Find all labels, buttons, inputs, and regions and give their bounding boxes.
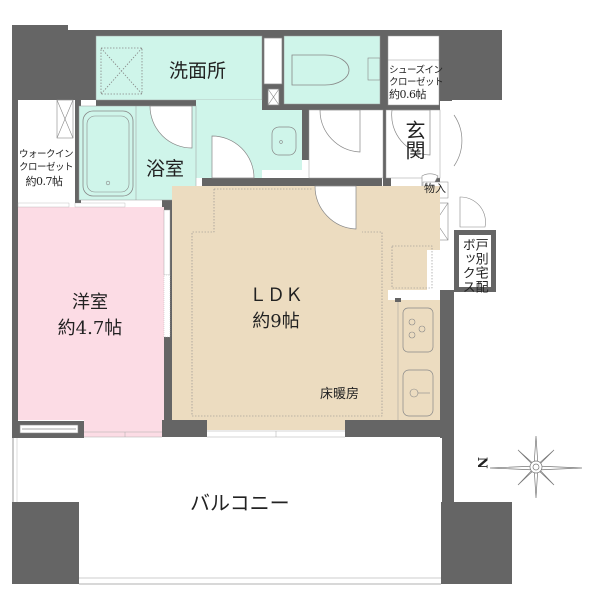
ldk-label: ＬＤＫ 約9帖 bbox=[226, 283, 326, 335]
shoes-closet-size: 約0.6帖 bbox=[389, 87, 427, 101]
western-room-name: 洋室 bbox=[72, 292, 108, 313]
ldk-name: ＬＤＫ bbox=[249, 285, 303, 306]
shoes-closet-line2: クローゼット bbox=[389, 76, 444, 88]
walk-in-closet-label: ウォークイン クローゼット 約0.7帖 bbox=[19, 149, 74, 188]
entrance-label: 玄関 bbox=[402, 120, 426, 160]
balcony-label: バルコニー bbox=[190, 491, 290, 515]
compass-north-label: N bbox=[473, 456, 489, 469]
walk-in-closet-size: 約0.7帖 bbox=[25, 174, 64, 188]
delivery-box-line2: ボックス bbox=[459, 238, 475, 294]
western-room-size: 約4.7帖 bbox=[57, 318, 123, 340]
compass-icon bbox=[489, 435, 583, 499]
western-room-label: 洋室 約4.7帖 bbox=[40, 290, 140, 342]
floor-heating-label: 床暖房 bbox=[320, 387, 360, 402]
bathroom-label: 浴室 bbox=[146, 158, 185, 180]
delivery-box-line1: 戸別宅配 bbox=[472, 238, 488, 294]
ldk-size: 約9帖 bbox=[252, 311, 300, 333]
shoes-closet-label: シューズイン クローゼット 約0.6帖 bbox=[389, 65, 444, 101]
walk-in-closet-line1: ウォークイン bbox=[19, 149, 74, 160]
walk-in-closet-line2: クローゼット bbox=[19, 161, 74, 173]
shoes-closet-line1: シューズイン bbox=[389, 65, 443, 76]
washroom-label: 洗面所 bbox=[169, 60, 227, 82]
storage-label: 物入 bbox=[424, 182, 446, 195]
